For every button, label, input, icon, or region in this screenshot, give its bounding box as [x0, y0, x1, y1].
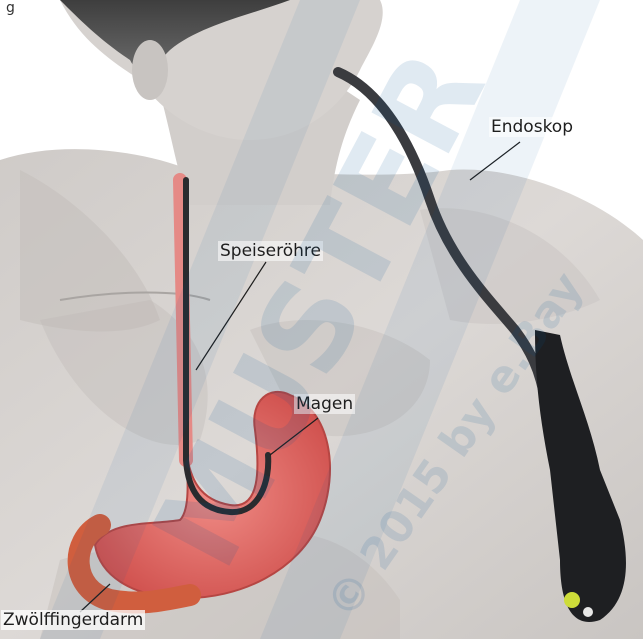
label-endoskop: Endoskop: [489, 117, 575, 137]
label-magen: Magen: [294, 394, 355, 414]
endoscope-control-knob-yellow: [564, 592, 580, 608]
endoscope-control-knob-small: [583, 607, 593, 617]
label-speiseroehre: Speiseröhre: [218, 241, 323, 261]
ear: [132, 40, 168, 100]
figure-caption: g: [2, 0, 19, 16]
label-zwoelffingerdarm: Zwölffingerdarm: [1, 610, 145, 630]
